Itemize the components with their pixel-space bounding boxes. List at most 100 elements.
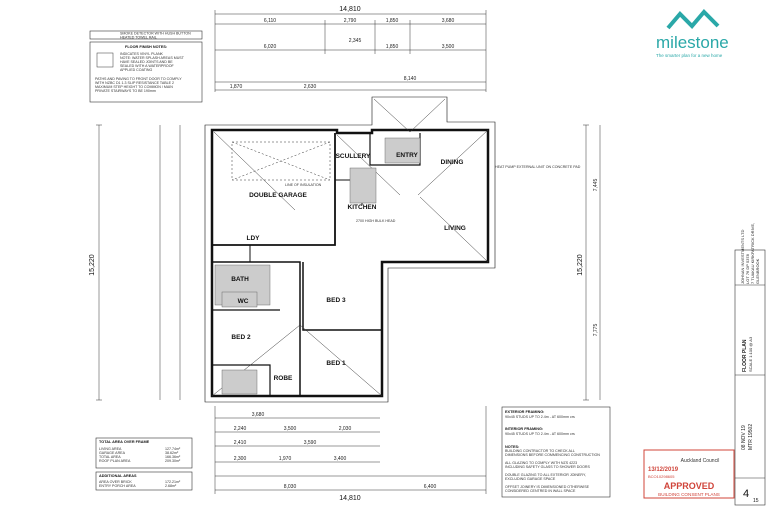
- label-dimensions-top-row1-3: 3,680: [442, 18, 455, 24]
- logo-tagline: The smarter plan for a new home: [656, 53, 723, 58]
- label-notes-1-title: INTERIOR FRAMING:: [505, 427, 543, 431]
- milestone-logo: milestone The smarter plan for a new hom…: [656, 9, 729, 58]
- walls: [204, 96, 496, 403]
- label-dimensions-bottom-row5-1: 6,400: [424, 484, 437, 490]
- label-dimensions-bottom-row4-0: 2,300: [234, 456, 247, 462]
- room-living: LIVING: [444, 225, 466, 232]
- room-bed-3: BED 3: [326, 297, 346, 304]
- label-areas-additional-rows-0-1: 172.21m²: [165, 480, 181, 484]
- room-dining: DINING: [441, 159, 464, 166]
- label-legend-smoke: SMOKE DETECTOR WITH HUSH BUTTON: [120, 32, 191, 36]
- label-dimensions-top-row1-0: 6,110: [264, 18, 276, 24]
- label-dimensions-right-0: 7,445: [593, 179, 599, 192]
- label-stamp-sub: BUILDING CONSENT PLANS: [658, 492, 720, 497]
- label-legend-floor-lines-0: INDICATES VINYL PLANK: [120, 52, 164, 56]
- label-dimensions-top-row3-2: 8,140: [404, 76, 417, 82]
- label-stamp-council: Auckland Council: [681, 458, 720, 464]
- room-labels: SCULLERY ENTRY DINING DOUBLE GARAGE KITC…: [231, 152, 466, 382]
- room-bath: BATH: [231, 276, 249, 283]
- label-stamp-date: 13/12/2019: [648, 467, 679, 473]
- sheet-total: 15: [753, 498, 759, 504]
- label-areas-rows-1-1: 38.62m²: [165, 451, 179, 455]
- label-legend-floor-lines-4: APPLIED COATING: [120, 68, 152, 72]
- label-areas-title: TOTAL AREA OVER FRAME: [99, 440, 150, 444]
- dimension-lines: [96, 10, 601, 494]
- label-legend-floor-lines-3: SEALED WITH A WATERPROOF: [120, 64, 175, 68]
- label-areas-additional-title: ADDITIONAL AREAS: [99, 474, 137, 478]
- label-title-block-client-1: LOT 76 DP 5378: [745, 253, 750, 284]
- label-stamp-status: APPROVED: [664, 481, 715, 491]
- label-legend-path-note-1: WITH NZBC D1 1.3 SLIP RESISTANCE TABLE 2: [95, 81, 174, 85]
- label-dimensions-top-row3-1: 2,630: [304, 84, 317, 90]
- label-areas-additional-rows-1-1: 2.68m²: [165, 484, 177, 488]
- plan-annotations: LINE OF INSULATION HEAT PUMP EXTERNAL UN…: [285, 165, 581, 223]
- label-legend-floor-title: FLOOR FINISH NOTES:: [125, 45, 167, 49]
- label-notes-4-lines-1: EXCLUDING GARAGE SPACE: [505, 477, 556, 481]
- dimension-labels: 14,810 6,110 2,790 1,850 3,680 6,020 2,3…: [89, 6, 599, 502]
- room-double-garage: DOUBLE GARAGE: [249, 192, 307, 199]
- logo-name: milestone: [656, 33, 729, 52]
- label-dimensions-bottom-row2-1: 3,500: [284, 426, 297, 432]
- label-legend-floor-lines-1: NOTE: WATER SPLASH AREAS MUST: [120, 56, 185, 60]
- label-dimensions-bottom-row4-2: 3,400: [334, 456, 347, 462]
- label-areas-rows-2-1: 166.36m²: [165, 455, 181, 459]
- room-kitchen: KITCHEN: [348, 204, 377, 211]
- label-dimensions-bottom-row3-1: 3,590: [304, 440, 317, 446]
- label-areas-additional-rows-1-0: ENTRY PORCH AREA: [99, 484, 136, 488]
- label-dimensions-bottom-row4-1: 1,970: [279, 456, 292, 462]
- legend: SMOKE DETECTOR WITH HUSH BUTTON HEATED T…: [89, 30, 203, 103]
- label-notes-2-lines-1: DIMENSIONS BEFORE COMMENCING CONSTRUCTIO…: [505, 453, 600, 457]
- label-legend-towel: HEATED TOWEL RAIL: [120, 36, 157, 40]
- label-notes-2-title: NOTES:: [505, 445, 519, 449]
- label-notes-5-lines-0: OFFSET JOINERY IS DIMENSIONED OTHERWISE: [505, 485, 590, 489]
- label-title-block-drawing-1: SCALE 1:100 @ A3: [748, 336, 753, 372]
- label-dimensions-top-row2-2: 1,850: [386, 44, 399, 50]
- label-dimensions-top-row2-1: 2,345: [349, 38, 362, 44]
- room-laundry: LDY: [247, 235, 261, 242]
- label-title-block-date: 08 NOV 19: [741, 425, 747, 450]
- label-areas-rows-0-1: 127.74m²: [165, 447, 181, 451]
- label-areas-rows-1-0: GARAGE AREA: [99, 451, 126, 455]
- label-legend-path-note-2: MAXIMUM STEP HEIGHT TO COMMON / MAIN: [95, 85, 173, 89]
- approval-stamp: Auckland Council 13/12/2019 BCO10298605 …: [643, 449, 735, 499]
- label-legend-path-note-0: PATHS AND PAVING TO FRONT DOOR TO COMPLY: [95, 77, 182, 81]
- label-notes-2-lines-0: BUILDING CONTRACTOR TO CHECK ALL: [505, 449, 575, 453]
- label-title-block-job: MTR 19502: [748, 424, 754, 450]
- label-dimensions-bottom-row3-0: 2,410: [234, 440, 247, 446]
- label-dimensions-overall-width: 14,810: [339, 495, 361, 502]
- room-robe: ROBE: [274, 375, 293, 382]
- label-notes-0-title: EXTERIOR FRAMING:: [505, 410, 544, 414]
- label-notes-0-lines-0: 90x45 STUDS UP TO 2.4m - AT 600mm crs: [505, 415, 575, 419]
- label-dimensions-overall-depth: 15,220: [89, 254, 96, 276]
- label-notes-1-lines-0: 90x45 STUDS UP TO 2.4m - AT 600mm crs: [505, 432, 575, 436]
- label-notes-3-lines-1: INCLUDING SAFETY GLASS TO SHOWER DOORS: [505, 465, 590, 469]
- label-areas-rows-3-0: ROOF PLAN AREA: [99, 459, 131, 463]
- label-notes-5-lines-1: CONSIDERED CENTRED IN WALL SPACE: [505, 489, 576, 493]
- label-dimensions-bottom-row2-2: 2,030: [339, 426, 352, 432]
- label-areas-rows-2-0: TOTAL AREA: [99, 455, 121, 459]
- label-dimensions-top-row1-2: 1,850: [386, 18, 399, 24]
- label-dimensions-top-row2-0: 6,020: [264, 44, 277, 50]
- label-dimensions-top-row3-0: 1,870: [230, 84, 243, 90]
- label-dimensions-bottom-row1-0: 3,680: [252, 412, 265, 418]
- label-dimensions-right-1: 7,775: [593, 324, 599, 337]
- label-title-block-client-0: JOHNAN INVESTMENTS LTD: [740, 230, 745, 284]
- label-dimensions-bottom-row5-0: 8,030: [284, 484, 297, 490]
- room-bed-1: BED 1: [326, 360, 346, 367]
- sheet-number: 4: [743, 488, 749, 500]
- label-dimensions-overall-width: 14,810: [339, 6, 361, 13]
- label-annotations-insulation: LINE OF INSULATION: [285, 183, 322, 187]
- room-entry: ENTRY: [396, 152, 418, 159]
- room-wc: WC: [238, 298, 249, 305]
- roof-hip-lines: [211, 98, 489, 397]
- label-stamp-ref: BCO10298605: [648, 474, 675, 479]
- label-title-block-drawing-0: FLOOR PLAN: [742, 339, 748, 372]
- label-dimensions-overall-depth: 15,220: [577, 254, 584, 276]
- label-legend-path-note-3: PRIVATE STAIRWAYS TO BE 190mm: [95, 89, 156, 93]
- label-areas-rows-3-1: 209.30m²: [165, 459, 181, 463]
- label-title-block-client-2: 7 TUAKAU KIRKPATRICK DRIVE,: [750, 223, 755, 284]
- label-notes-3-lines-0: ALL GLAZING TO COMPLY WITH NZS 4223: [505, 461, 577, 465]
- label-annotations-bulkhead: 2700 HIGH BULK HEAD: [356, 219, 396, 223]
